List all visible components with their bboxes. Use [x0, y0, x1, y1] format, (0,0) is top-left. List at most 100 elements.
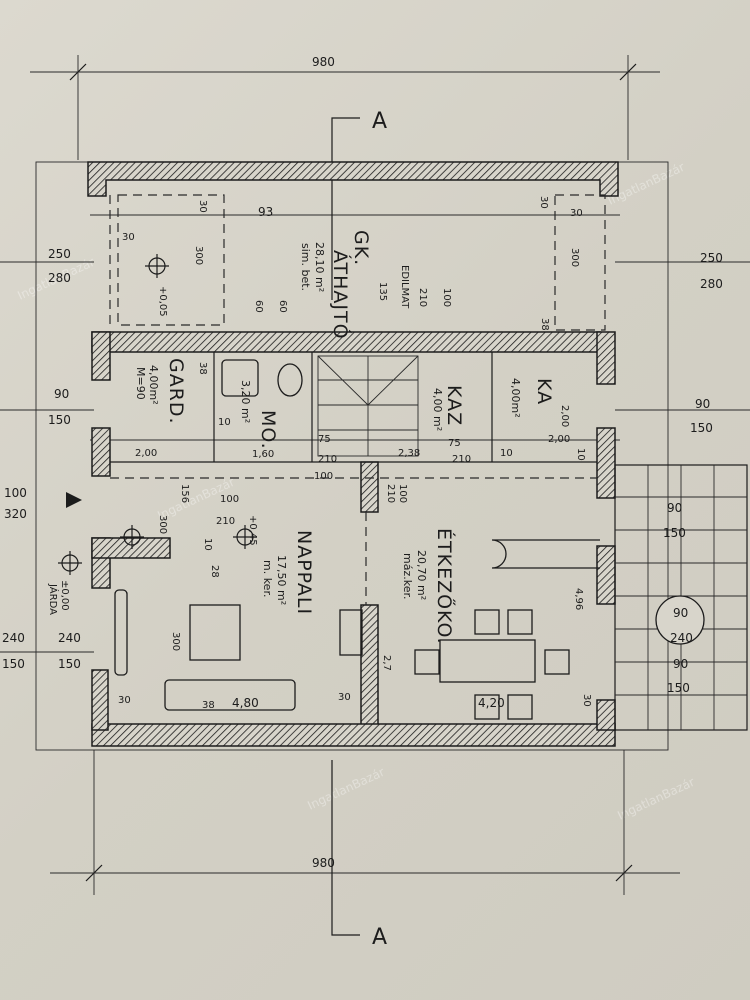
svg-text:240: 240 [2, 631, 25, 645]
svg-text:4,00m²: 4,00m² [147, 365, 160, 405]
svg-text:75: 75 [448, 438, 461, 449]
chair [507, 694, 533, 720]
section-marker-top: A [331, 109, 387, 300]
svg-text:JÁRDA: JÁRDA [47, 583, 60, 615]
svg-text:EDILMAT: EDILMAT [399, 265, 410, 309]
chair [474, 609, 500, 635]
walls [87, 161, 619, 747]
svg-text:300: 300 [170, 632, 181, 651]
svg-text:320: 320 [4, 507, 27, 521]
svg-text:90: 90 [673, 606, 688, 620]
svg-text:150: 150 [690, 421, 713, 435]
svg-text:A: A [372, 925, 387, 950]
level-marker-ground [58, 551, 82, 575]
svg-text:30: 30 [581, 694, 592, 707]
section-marker-bottom: A [331, 760, 387, 950]
svg-text:2,00: 2,00 [548, 434, 570, 445]
svg-text:ÉTKEZŐKO.: ÉTKEZŐKO. [433, 528, 457, 645]
svg-text:150: 150 [663, 526, 686, 540]
level-marker-garage [145, 254, 169, 278]
svg-text:300: 300 [569, 248, 580, 267]
room-living: NAPPALI 17,50 m² m. ker. [261, 530, 315, 615]
svg-text:4,80: 4,80 [232, 696, 259, 710]
toilet [277, 363, 303, 397]
svg-text:1,60: 1,60 [252, 449, 274, 460]
watermark: IngatlanBazár [615, 775, 696, 823]
room-wardrobe: GARD. 4,00m² M=90 [134, 358, 187, 425]
svg-text:100: 100 [4, 486, 27, 500]
entrance-arrow-icon [66, 492, 82, 508]
svg-text:4,96: 4,96 [573, 588, 584, 610]
svg-text:+0,45: +0,45 [247, 515, 258, 546]
svg-text:30: 30 [197, 200, 208, 213]
svg-text:280: 280 [700, 277, 723, 291]
svg-text:28: 28 [209, 565, 220, 578]
svg-text:240: 240 [670, 631, 693, 645]
room-garage: GK. ÁTHAJTÓ 28,10 m² sim. bet. [299, 230, 372, 340]
room-bathroom: MO. 3,20 m² [239, 380, 279, 450]
svg-text:MO.: MO. [257, 410, 279, 450]
svg-text:150: 150 [48, 413, 71, 427]
svg-text:ÁTHAJTÓ: ÁTHAJTÓ [329, 250, 353, 340]
furniture [114, 359, 600, 720]
staircase [317, 355, 419, 457]
svg-text:300: 300 [157, 515, 168, 534]
dimension-lines: 980 980 [0, 55, 750, 895]
parking-space [117, 194, 225, 326]
svg-text:10: 10 [500, 448, 513, 459]
svg-text:93: 93 [258, 205, 273, 219]
chair [544, 649, 570, 675]
svg-text:90: 90 [673, 657, 688, 671]
svg-text:90: 90 [54, 387, 69, 401]
terrace [614, 464, 748, 731]
svg-text:2,00: 2,00 [559, 405, 570, 427]
annotations: EDILMAT 135 210 100 +0,05 +0,45 ±0,00 JÁ… [47, 196, 592, 711]
svg-text:30: 30 [118, 695, 131, 706]
watermark: IngatlanBazár [305, 765, 386, 813]
svg-text:75: 75 [318, 434, 331, 445]
svg-text:210: 210 [318, 454, 337, 465]
room-dining: ÉTKEZŐKO. 20,70 m² máz.ker. [401, 528, 457, 645]
svg-text:GK.: GK. [350, 230, 372, 266]
svg-text:150: 150 [2, 657, 25, 671]
svg-text:250: 250 [48, 247, 71, 261]
svg-text:210: 210 [385, 484, 396, 503]
svg-text:100: 100 [220, 494, 239, 505]
svg-text:135: 135 [377, 282, 388, 301]
svg-text:M=90: M=90 [134, 367, 147, 400]
svg-text:30: 30 [570, 208, 583, 219]
parking-space-right [554, 194, 606, 331]
svg-text:100: 100 [314, 471, 333, 482]
svg-text:10: 10 [218, 417, 231, 428]
sofa-bottom [164, 679, 296, 711]
bottom-width-dimension: 980 [312, 856, 335, 870]
svg-text:150: 150 [667, 681, 690, 695]
svg-text:30: 30 [338, 692, 351, 703]
svg-text:100: 100 [441, 288, 452, 307]
svg-text:GARD.: GARD. [165, 358, 187, 425]
svg-text:NAPPALI: NAPPALI [293, 530, 315, 615]
svg-text:300: 300 [193, 246, 204, 265]
chair [507, 609, 533, 635]
svg-text:sim. bet.: sim. bet. [299, 243, 312, 291]
svg-text:máz.ker.: máz.ker. [401, 553, 414, 599]
svg-text:2,00: 2,00 [135, 448, 157, 459]
svg-text:3,20 m²: 3,20 m² [239, 380, 252, 423]
svg-text:100: 100 [397, 484, 408, 503]
top-width-dimension: 980 [312, 55, 335, 69]
svg-text:17,50 m²: 17,50 m² [275, 555, 288, 605]
svg-text:20,70 m²: 20,70 m² [415, 550, 428, 600]
svg-text:A: A [372, 109, 387, 134]
svg-text:150: 150 [58, 657, 81, 671]
svg-text:210: 210 [452, 454, 471, 465]
svg-text:280: 280 [48, 271, 71, 285]
sofa-left [114, 589, 128, 676]
svg-text:240: 240 [58, 631, 81, 645]
svg-text:210: 210 [216, 516, 235, 527]
svg-text:38: 38 [202, 700, 215, 711]
fireplace [339, 609, 363, 656]
svg-text:28,10 m²: 28,10 m² [313, 242, 326, 292]
svg-text:10: 10 [202, 538, 213, 551]
level-marker-hall [120, 525, 144, 549]
